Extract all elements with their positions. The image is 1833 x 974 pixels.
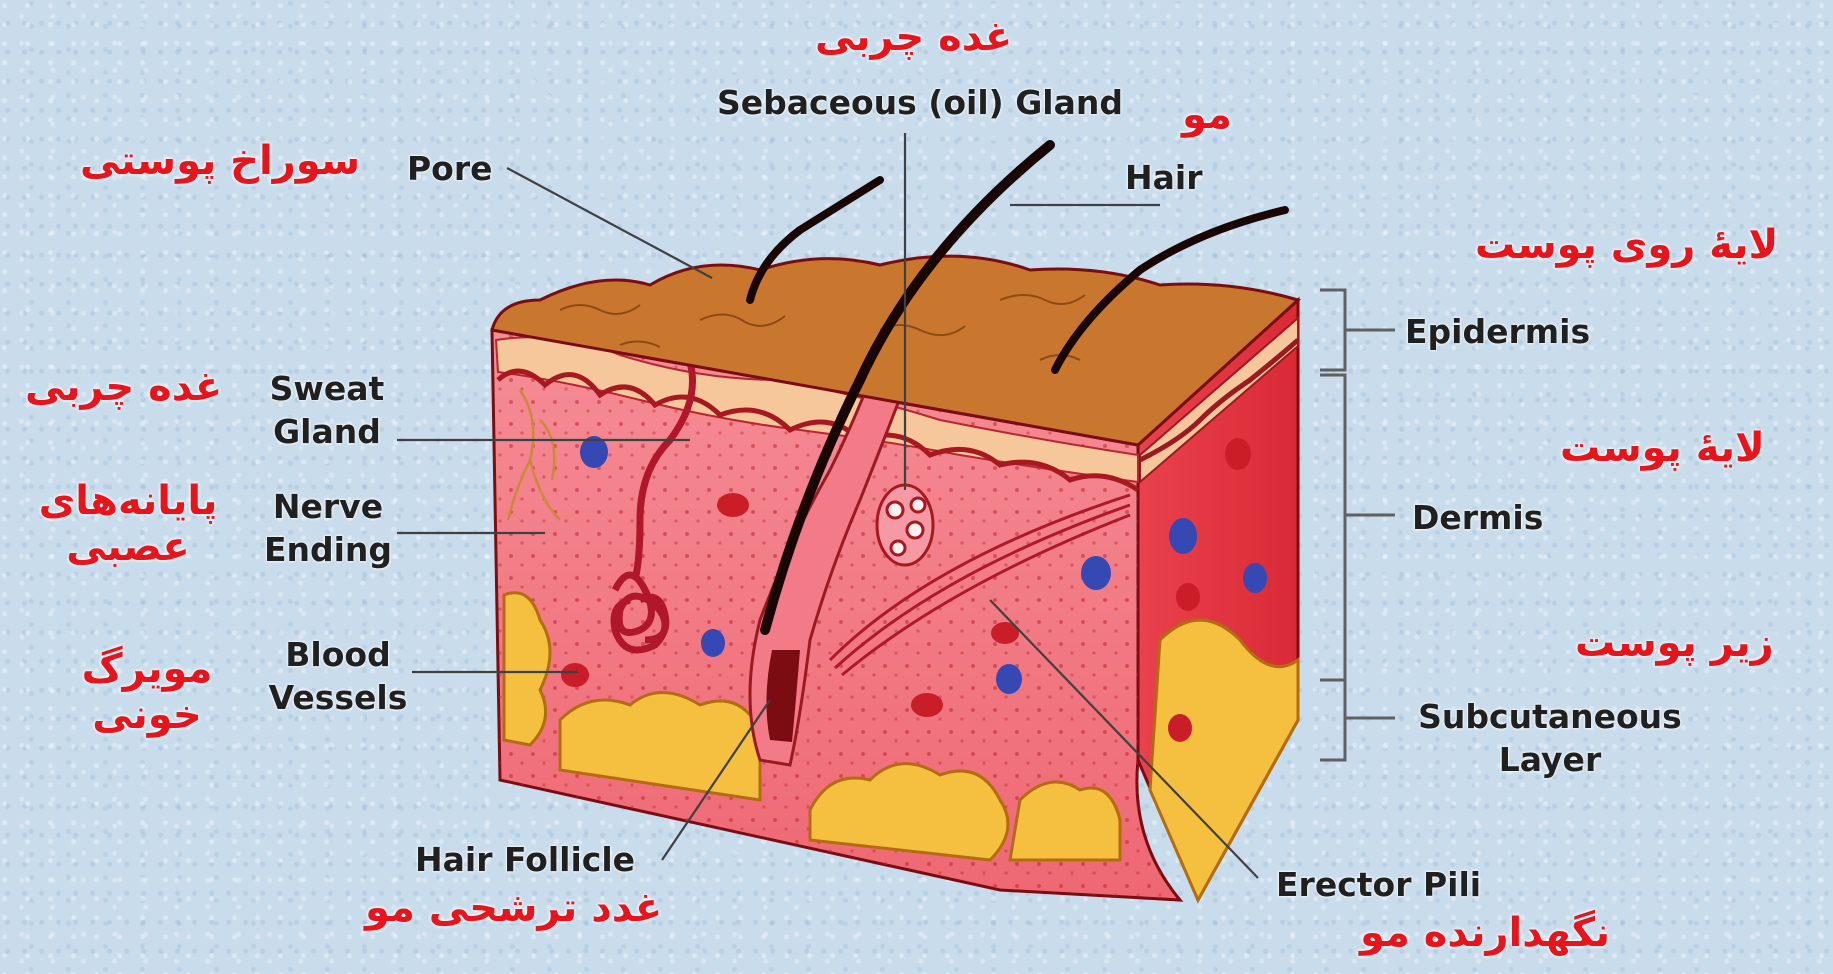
label-nerve-ending-line-2: Ending <box>258 529 398 572</box>
sebaceous-gland-shape <box>877 485 933 565</box>
label-subcutaneous-line-1: Subcutaneous <box>1405 696 1695 739</box>
fa-label-sebaceous: غده چربی <box>815 14 1012 60</box>
fa-label-nerve-ending-line-1: پایانه‌های <box>18 478 238 524</box>
label-erector-pili: Erector Pili <box>1276 864 1481 907</box>
label-nerve-ending: Nerve Ending <box>258 486 398 572</box>
label-blood-vessels-line-1: Blood <box>258 634 418 677</box>
fa-label-nerve-ending: پایانه‌های عصبی <box>18 478 238 570</box>
fa-label-sweat-gland: غده چربی <box>25 364 222 410</box>
fa-label-erector-pili: نگهدارنده مو <box>1360 910 1610 956</box>
label-pore: Pore <box>407 148 493 191</box>
fa-label-subcutaneous: زیر پوست <box>1575 620 1774 666</box>
fa-label-nerve-ending-line-2: عصبی <box>18 524 238 570</box>
label-hair-follicle: Hair Follicle <box>415 839 635 882</box>
fa-label-hair-follicle: غدد ترشحی مو <box>365 885 662 931</box>
label-sweat-gland: Sweat Gland <box>262 368 392 454</box>
label-sebaceous-gland: Sebaceous (oil) Gland <box>717 82 1123 125</box>
label-subcutaneous-layer: Subcutaneous Layer <box>1405 696 1695 782</box>
fa-label-blood-vessels-line-1: مویرگ <box>62 646 232 692</box>
label-subcutaneous-line-2: Layer <box>1405 739 1695 782</box>
label-blood-vessels-line-2: Vessels <box>258 677 418 720</box>
label-blood-vessels: Blood Vessels <box>258 634 418 720</box>
label-sweat-gland-line-1: Sweat <box>262 368 392 411</box>
label-sweat-gland-line-2: Gland <box>262 411 392 454</box>
fa-label-blood-vessels-line-2: خونی <box>62 692 232 738</box>
label-epidermis: Epidermis <box>1405 311 1590 354</box>
fa-label-pore: سوراخ پوستی <box>80 138 360 184</box>
fa-label-hair: مو <box>1182 92 1232 138</box>
fa-label-blood-vessels: مویرگ خونی <box>62 646 232 738</box>
label-hair: Hair <box>1125 157 1202 200</box>
layer-brackets <box>1320 290 1395 760</box>
label-dermis: Dermis <box>1412 497 1543 540</box>
label-nerve-ending-line-1: Nerve <box>258 486 398 529</box>
fa-label-dermis: لایهٔ پوست <box>1560 425 1765 471</box>
fa-label-epidermis: لایهٔ روی پوست <box>1475 222 1778 268</box>
